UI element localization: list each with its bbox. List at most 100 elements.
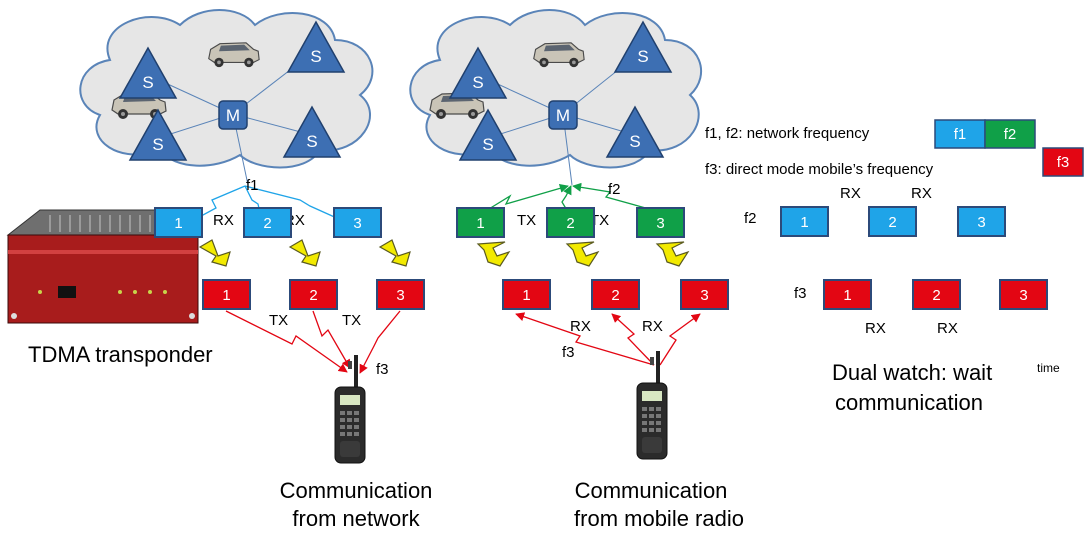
rx-time-slot: [680, 279, 729, 310]
legend-direct-label: f3: direct mode mobile’s frequency: [705, 161, 934, 178]
tx-time-slot: [636, 207, 685, 238]
slot-number: 1: [174, 215, 182, 232]
slot-number: 3: [700, 287, 708, 304]
slot-number: 2: [611, 287, 619, 304]
site-node-triangle: [282, 105, 342, 158]
slot-number: 3: [1019, 287, 1027, 304]
site-node-label: S: [152, 135, 163, 154]
legend-network-label: f1, f2: network frequency: [705, 125, 870, 142]
legend-f3-swatch: [1042, 147, 1084, 177]
rx-time-slot: [780, 206, 829, 237]
rx-label: RX: [865, 320, 886, 337]
frequency-legend: f1, f2: network frequency f1 f2 f3: dire…: [705, 119, 1084, 178]
tx-time-slot: [456, 207, 505, 238]
tx-link-arrow: [483, 183, 569, 213]
panel-caption: Communication: [280, 478, 433, 503]
tx-time-slot: [546, 207, 595, 238]
row-freq-label: f2: [744, 210, 757, 227]
tx-label: TX: [517, 212, 536, 229]
site-node-triangle: [286, 20, 346, 73]
freq-top-label: f1: [246, 177, 259, 194]
panel-caption: Dual watch: wait: [832, 360, 992, 385]
site-node-triangle: [128, 108, 188, 161]
legend-f1-swatch: [934, 119, 986, 149]
rx-time-slot: [243, 207, 292, 238]
panel-network: f1 RX RX TDMA transponder: [6, 177, 433, 531]
tx-link-arrow: [225, 310, 348, 373]
tx-link-arrow: [359, 310, 401, 374]
device-label: TDMA transponder: [28, 342, 213, 367]
rx-time-slot: [333, 207, 382, 238]
freq-bottom-label: f3: [562, 344, 575, 361]
slot-number: 3: [353, 215, 361, 232]
time-axis-label: time: [1037, 361, 1060, 375]
freq-bottom-label: f3: [376, 361, 389, 378]
switch-arrow-icon: [378, 239, 411, 267]
rx-label: RX: [840, 185, 861, 202]
network-1-nodes: S S M S S: [118, 20, 346, 161]
slot-number: 1: [843, 287, 851, 304]
tx-label: TX: [269, 312, 288, 329]
slot-number: 2: [309, 287, 317, 304]
slot-number: 2: [263, 215, 271, 232]
switch-arrow-icon: [565, 241, 600, 267]
switch-arrow-icon: [655, 241, 690, 267]
rx-label: RX: [213, 212, 234, 229]
master-node-label: M: [226, 106, 240, 125]
tdma-transponder-device: [6, 209, 200, 324]
panel-caption: Communication: [575, 478, 728, 503]
rx-time-slot: [999, 279, 1048, 310]
master-node-square: [548, 100, 578, 130]
switch-arrow-icon: [198, 239, 231, 267]
slot-number: 1: [476, 215, 484, 232]
slot-number: 2: [566, 215, 574, 232]
rx-time-slot: [912, 279, 961, 310]
site-node-label: S: [472, 73, 483, 92]
site-node-triangle: [458, 108, 518, 161]
panel-mobile: f2 TX TX 1 2 3 1 2 3 RX RX f3 Communicat…: [456, 181, 744, 531]
rx-time-slot: [591, 279, 640, 310]
handheld-radio-icon: [636, 350, 668, 460]
slot-number: 3: [977, 214, 985, 231]
freq-top-label: f2: [608, 181, 621, 198]
site-node-triangle: [448, 46, 508, 99]
site-node-label: S: [306, 132, 317, 151]
rx-link-arrow: [611, 313, 655, 366]
site-node-label: S: [637, 47, 648, 66]
rx-time-slot: [502, 279, 551, 310]
rx-label: RX: [937, 320, 958, 337]
network-cloud-2: [409, 9, 703, 169]
tx-label: TX: [342, 312, 361, 329]
rx-label: RX: [570, 318, 591, 335]
panel-caption: from mobile radio: [574, 506, 744, 531]
site-node-triangle: [605, 105, 665, 158]
rx-label: RX: [642, 318, 663, 335]
site-node-triangle: [613, 20, 673, 73]
rx-time-slot: [957, 206, 1006, 237]
rx-time-slot: [868, 206, 917, 237]
slot-number: 3: [396, 287, 404, 304]
legend-f2-swatch: [984, 119, 1036, 149]
slot-number: 1: [800, 214, 808, 231]
tx-link-arrow: [312, 310, 351, 369]
master-node-square: [218, 100, 248, 130]
site-node-triangle: [118, 46, 178, 99]
panel-dualwatch: RX RX f2 1 2 3 f3 1 2 3 RX RX Dual watch…: [744, 185, 1060, 415]
rx-link-arrow: [659, 313, 701, 366]
site-node-label: S: [142, 73, 153, 92]
rx-time-slot: [154, 207, 203, 238]
site-node-label: S: [629, 132, 640, 151]
panel-caption: communication: [835, 390, 983, 415]
slot-number: 2: [932, 287, 940, 304]
slot-number: 1: [222, 287, 230, 304]
rx-time-slot: [823, 279, 872, 310]
panel-caption: from network: [292, 506, 420, 531]
switch-arrow-icon: [288, 239, 321, 267]
legend-f3-label: f3: [1057, 154, 1070, 171]
network-2-nodes: S S M S S: [448, 20, 673, 161]
rx-link-arrow: [515, 312, 655, 366]
legend-f1-label: f1: [954, 126, 967, 143]
tx-time-slot: [376, 279, 425, 310]
master-node-label: M: [556, 106, 570, 125]
